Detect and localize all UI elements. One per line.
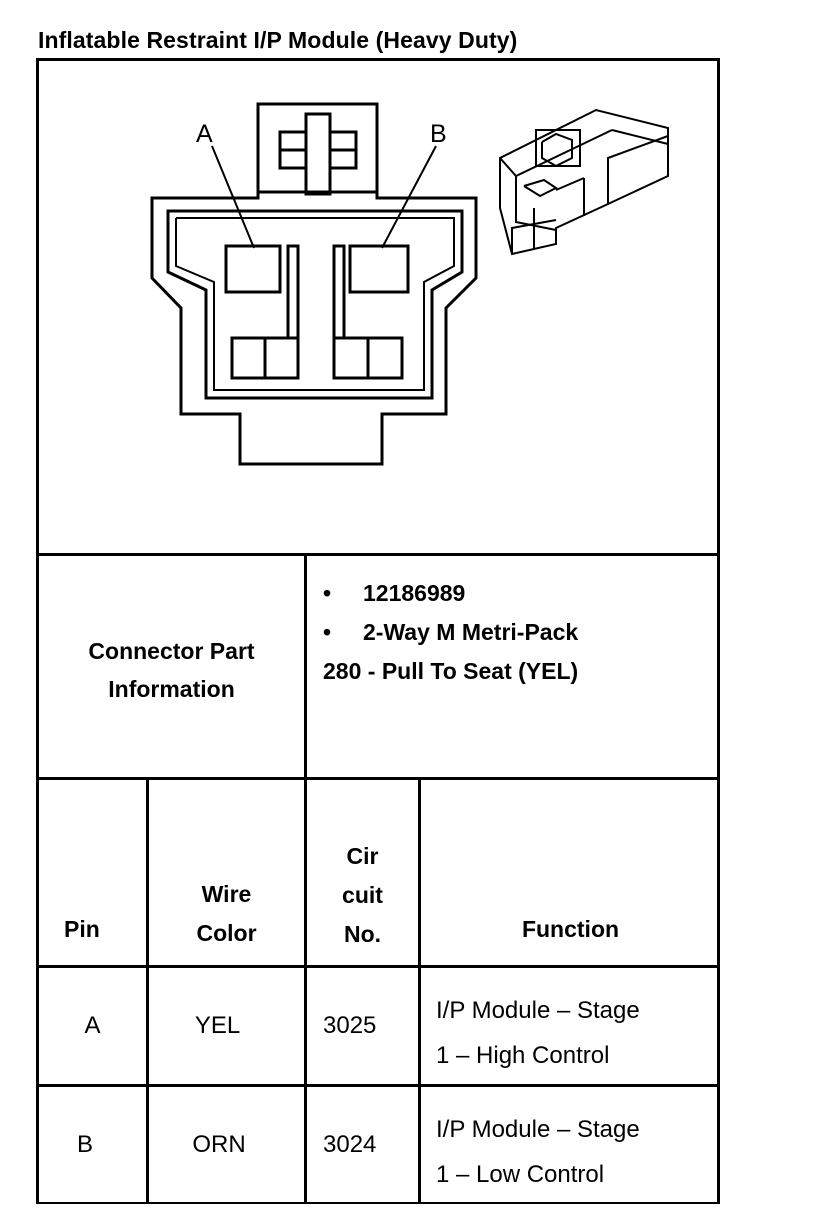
callout-a-label: A xyxy=(196,120,213,148)
bullet-glyph: • xyxy=(323,580,332,606)
divider-info-column xyxy=(304,553,307,1204)
connector-body xyxy=(150,190,478,466)
terminal-a xyxy=(224,244,282,294)
terminal-b xyxy=(348,244,410,294)
page-title: Inflatable Restraint I/P Module (Heavy D… xyxy=(38,27,518,53)
connector-info-label-line2: Information xyxy=(108,676,235,702)
row-a-circuit: 3025 xyxy=(323,1012,377,1039)
connector-part-number: 12186989 xyxy=(363,580,466,606)
row-a-function: I/P Module – Stage 1 – High Control xyxy=(436,997,640,1069)
connector-isometric-sketch xyxy=(499,108,669,256)
connector-info-label-line1: Connector Part xyxy=(88,638,255,664)
bullet-glyph: • xyxy=(323,619,332,645)
divider-pin-column xyxy=(146,777,149,1204)
connector-info-label: Connector Part Information xyxy=(39,632,304,708)
row-a-pin: A xyxy=(84,1012,101,1039)
header-function: Function xyxy=(521,916,620,942)
divider-header xyxy=(36,965,720,968)
header-wire-color: Wire Color xyxy=(196,881,257,946)
row-a-wire-color: YEL xyxy=(194,1012,241,1039)
row-b-pin: B xyxy=(76,1131,93,1158)
row-b-function: I/P Module – Stage 1 – Low Control xyxy=(436,1116,640,1188)
divider-diagram xyxy=(36,553,720,556)
callout-b-label: B xyxy=(430,120,447,148)
divider-row-a xyxy=(36,1084,720,1087)
callout-b-leader xyxy=(381,145,437,249)
callout-a-leader xyxy=(211,145,255,249)
divider-circuit-column xyxy=(418,777,421,1204)
connector-info-value: • 12186989 • 2-Way M Metri-Pack 280 - Pull… xyxy=(323,574,713,691)
divider-connector-info xyxy=(36,777,720,780)
header-pin: Pin xyxy=(64,916,100,942)
connector-description-line2: 280 - Pull To Seat (YEL) xyxy=(323,658,579,684)
connector-diagram: A B xyxy=(150,102,669,466)
row-b-circuit: 3024 xyxy=(323,1131,377,1158)
latch-tab xyxy=(304,112,332,196)
row-b-wire-color: ORN xyxy=(192,1131,246,1158)
latch-housing xyxy=(256,102,379,196)
connector-description-line1: 2-Way M Metri-Pack xyxy=(363,619,579,645)
header-circuit-number: Cir cuit No. xyxy=(342,843,383,947)
connector-table-frame xyxy=(36,58,720,1204)
